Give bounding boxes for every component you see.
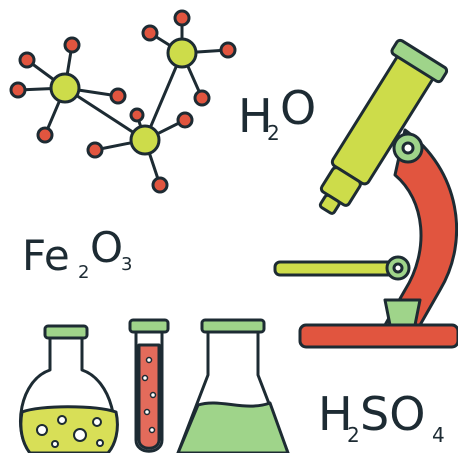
sulfuric-acid-formula: H 2 SO 4 (318, 387, 445, 447)
microscope-icon (273, 38, 458, 349)
iron-oxide-formula: Fe 2 O 3 (22, 223, 132, 283)
iron-oxide-mid: O (90, 223, 123, 272)
sulfuric-acid-sub2: 4 (432, 423, 445, 447)
water-tail: O (280, 81, 316, 135)
flask-round-icon (18, 324, 119, 453)
molecule-icon (9, 9, 237, 194)
iron-oxide-sub2: 3 (121, 254, 132, 275)
sulfuric-acid-base: H (318, 387, 353, 441)
water-base: H (238, 89, 273, 143)
iron-oxide-base: Fe (22, 231, 70, 280)
test-tube-icon (128, 318, 170, 453)
iron-oxide-sub1: 2 (78, 262, 89, 283)
flask-conical-icon (176, 318, 290, 453)
sulfuric-acid-mid: SO (360, 387, 425, 441)
water-formula: H 2 O (238, 81, 316, 145)
water-sub: 2 (267, 121, 280, 145)
sulfuric-acid-sub1: 2 (347, 423, 360, 447)
